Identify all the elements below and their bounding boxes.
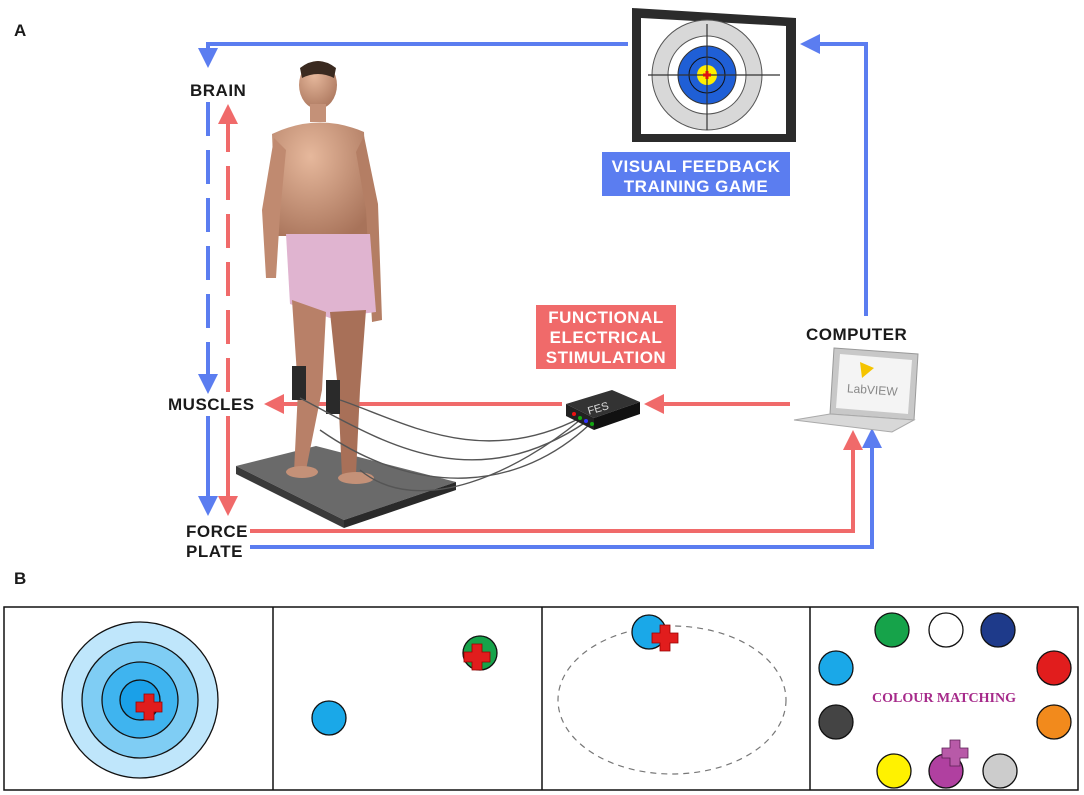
laptop-computer: LabVIEW	[793, 347, 919, 433]
colour-dot	[818, 650, 854, 686]
monitor-target-display	[632, 8, 796, 142]
electrode-cables	[299, 397, 591, 492]
visual-feedback-box: VISUAL FEEDBACK TRAINING GAME	[602, 152, 790, 196]
computer-label: COMPUTER	[806, 325, 907, 344]
colour-dot	[874, 612, 910, 648]
brain-label: BRAIN	[190, 81, 246, 100]
game-reach	[311, 635, 498, 736]
game-target	[61, 621, 219, 779]
fes-line3: STIMULATION	[546, 348, 666, 367]
force-plate-label-line1: FORCE	[186, 522, 248, 541]
colour-dot	[980, 612, 1016, 648]
red-stimulation-arrows	[218, 104, 863, 533]
cursor-cross-icon	[941, 739, 969, 767]
game-panels	[3, 606, 1079, 791]
muscles-label: MUSCLES	[168, 395, 255, 414]
standing-person-figure	[262, 61, 382, 484]
force-plate	[236, 446, 456, 528]
fes-device: FES	[566, 390, 640, 430]
colour-dot	[818, 704, 854, 740]
fes-line1: FUNCTIONAL	[548, 308, 663, 327]
labview-label: LabVIEW	[847, 381, 899, 399]
colour-matching-label: COLOUR MATCHING	[872, 691, 1016, 706]
visual-feedback-line1: VISUAL FEEDBACK	[612, 157, 781, 176]
colour-dot	[1036, 650, 1072, 686]
cursor-cross-icon	[463, 643, 491, 671]
blue-feedback-arrows	[198, 34, 882, 549]
game-ellipse-tracking	[557, 614, 787, 775]
fes-description-box: FUNCTIONAL ELECTRICAL STIMULATION	[536, 305, 676, 369]
visual-feedback-line2: TRAINING GAME	[624, 177, 768, 196]
cursor-cross-icon	[135, 693, 163, 721]
panel-label-a: A	[14, 21, 27, 40]
colour-dot	[928, 612, 964, 648]
panel-label-b: B	[14, 569, 27, 588]
colour-dot	[982, 753, 1018, 789]
colour-dot	[876, 753, 912, 789]
force-plate-label-line2: PLATE	[186, 542, 243, 561]
fes-line2: ELECTRICAL	[550, 328, 663, 347]
game-colour-matching: COLOUR MATCHING	[818, 612, 1072, 789]
cursor-cross-icon	[651, 624, 679, 652]
fes-device-label: FES	[586, 400, 610, 417]
colour-dot	[1036, 704, 1072, 740]
